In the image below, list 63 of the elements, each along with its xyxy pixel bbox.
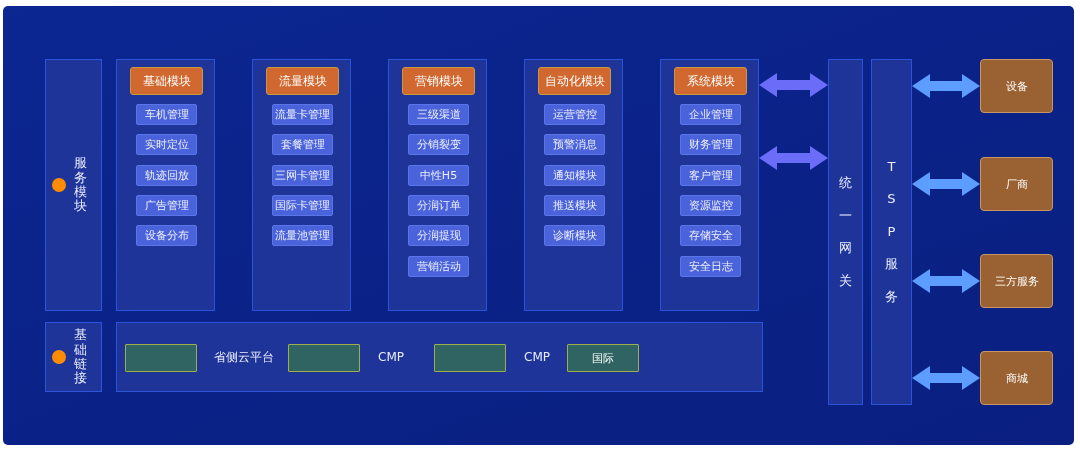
feature-chip: 资源监控 [680,195,741,216]
module-header: 基础模块 [130,67,203,95]
feature-chip: 企业管理 [680,104,741,125]
module-header: 系统模块 [674,67,747,95]
feature-chip: 预警消息 [544,134,605,155]
service-bar [828,59,863,405]
feature-chip: 存储安全 [680,225,741,246]
vertical-label: 统一网关 [839,174,852,290]
side-panel [45,322,102,392]
module-header: 流量模块 [266,67,339,95]
module-column [660,59,759,311]
feature-chip: 车机管理 [136,104,197,125]
module-header: 营销模块 [402,67,475,95]
feature-chip: 套餐管理 [272,134,333,155]
double-arrow [912,172,980,196]
double-arrow [759,73,828,97]
endpoint-box: 商城 [980,351,1053,405]
endpoint-box: 厂商 [980,157,1053,211]
feature-chip: 推送模块 [544,195,605,216]
feature-chip: 中性H5 [408,165,469,186]
platform-label: CMP [378,349,404,365]
carrier-chip [125,344,197,372]
feature-chip: 客户管理 [680,165,741,186]
platform-label: 省侧云平台 [214,349,274,365]
service-bar [871,59,912,405]
feature-chip: 诊断模块 [544,225,605,246]
carrier-chip [434,344,506,372]
endpoint-box: 设备 [980,59,1053,113]
endpoint-box: 三方服务 [980,254,1053,308]
feature-chip: 营销活动 [408,256,469,277]
module-column [252,59,351,311]
module-column [524,59,623,311]
feature-chip: 设备分布 [136,225,197,246]
feature-chip: 运营管控 [544,104,605,125]
feature-chip: 国际卡管理 [272,195,333,216]
feature-chip: 通知模块 [544,165,605,186]
module-column [116,59,215,311]
link-panel [116,322,763,392]
feature-chip: 流量池管理 [272,225,333,246]
module-header: 自动化模块 [538,67,611,95]
feature-chip: 广告管理 [136,195,197,216]
double-arrow [912,366,980,390]
vertical-label: TSP服务 [885,157,898,306]
feature-chip: 实时定位 [136,134,197,155]
feature-chip: 分销裂变 [408,134,469,155]
carrier-chip [288,344,360,372]
feature-chip: 分润订单 [408,195,469,216]
feature-chip: 轨迹回放 [136,165,197,186]
feature-chip: 流量卡管理 [272,104,333,125]
side-panel [45,59,102,311]
double-arrow [912,74,980,98]
platform-label: CMP [524,349,550,365]
module-column [388,59,487,311]
feature-chip: 财务管理 [680,134,741,155]
feature-chip: 安全日志 [680,256,741,277]
carrier-chip: 国际 [567,344,639,372]
feature-chip: 分润提现 [408,225,469,246]
side-label: 服务模块 [74,156,87,214]
double-arrow [912,269,980,293]
feature-chip: 三级渠道 [408,104,469,125]
double-arrow [759,146,828,170]
side-label: 基础链接 [74,328,87,386]
feature-chip: 三网卡管理 [272,165,333,186]
